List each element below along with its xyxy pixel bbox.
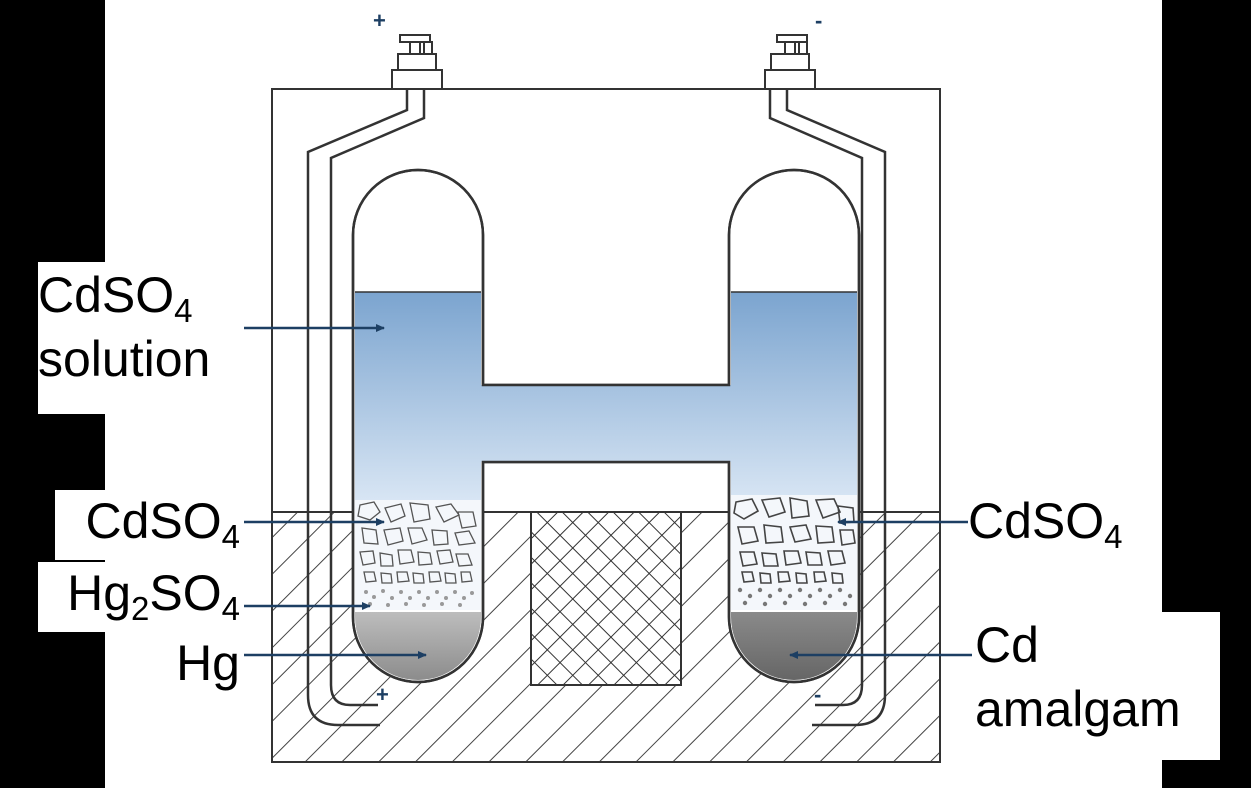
right-lead-wire — [768, 89, 887, 727]
label-cdso4-solution: CdSO4 solution — [38, 262, 243, 414]
left-lead-wire — [306, 89, 426, 727]
cdso4-solution-fill — [355, 292, 857, 512]
left-crystals — [355, 500, 481, 610]
label-hg: Hg — [160, 634, 240, 694]
right-crystals — [731, 495, 857, 610]
bottom-minus-sign: - — [814, 682, 821, 707]
bottom-plus-sign: + — [376, 682, 389, 707]
left-terminal — [391, 34, 443, 90]
right-terminal — [764, 34, 816, 90]
terminal-minus-sign: - — [815, 8, 822, 33]
label-cd-amalgam: Cd amalgam — [975, 612, 1220, 760]
crosshatch-block — [530, 511, 682, 686]
cd-amalgam-pool — [731, 612, 857, 680]
mercury-pool — [355, 612, 481, 680]
label-cdso4-left: CdSO4 — [55, 490, 240, 560]
label-cdso4-right: CdSO4 — [968, 490, 1153, 560]
label-hg2so4: Hg2SO4 — [38, 562, 240, 632]
terminal-plus-sign: + — [373, 8, 386, 33]
